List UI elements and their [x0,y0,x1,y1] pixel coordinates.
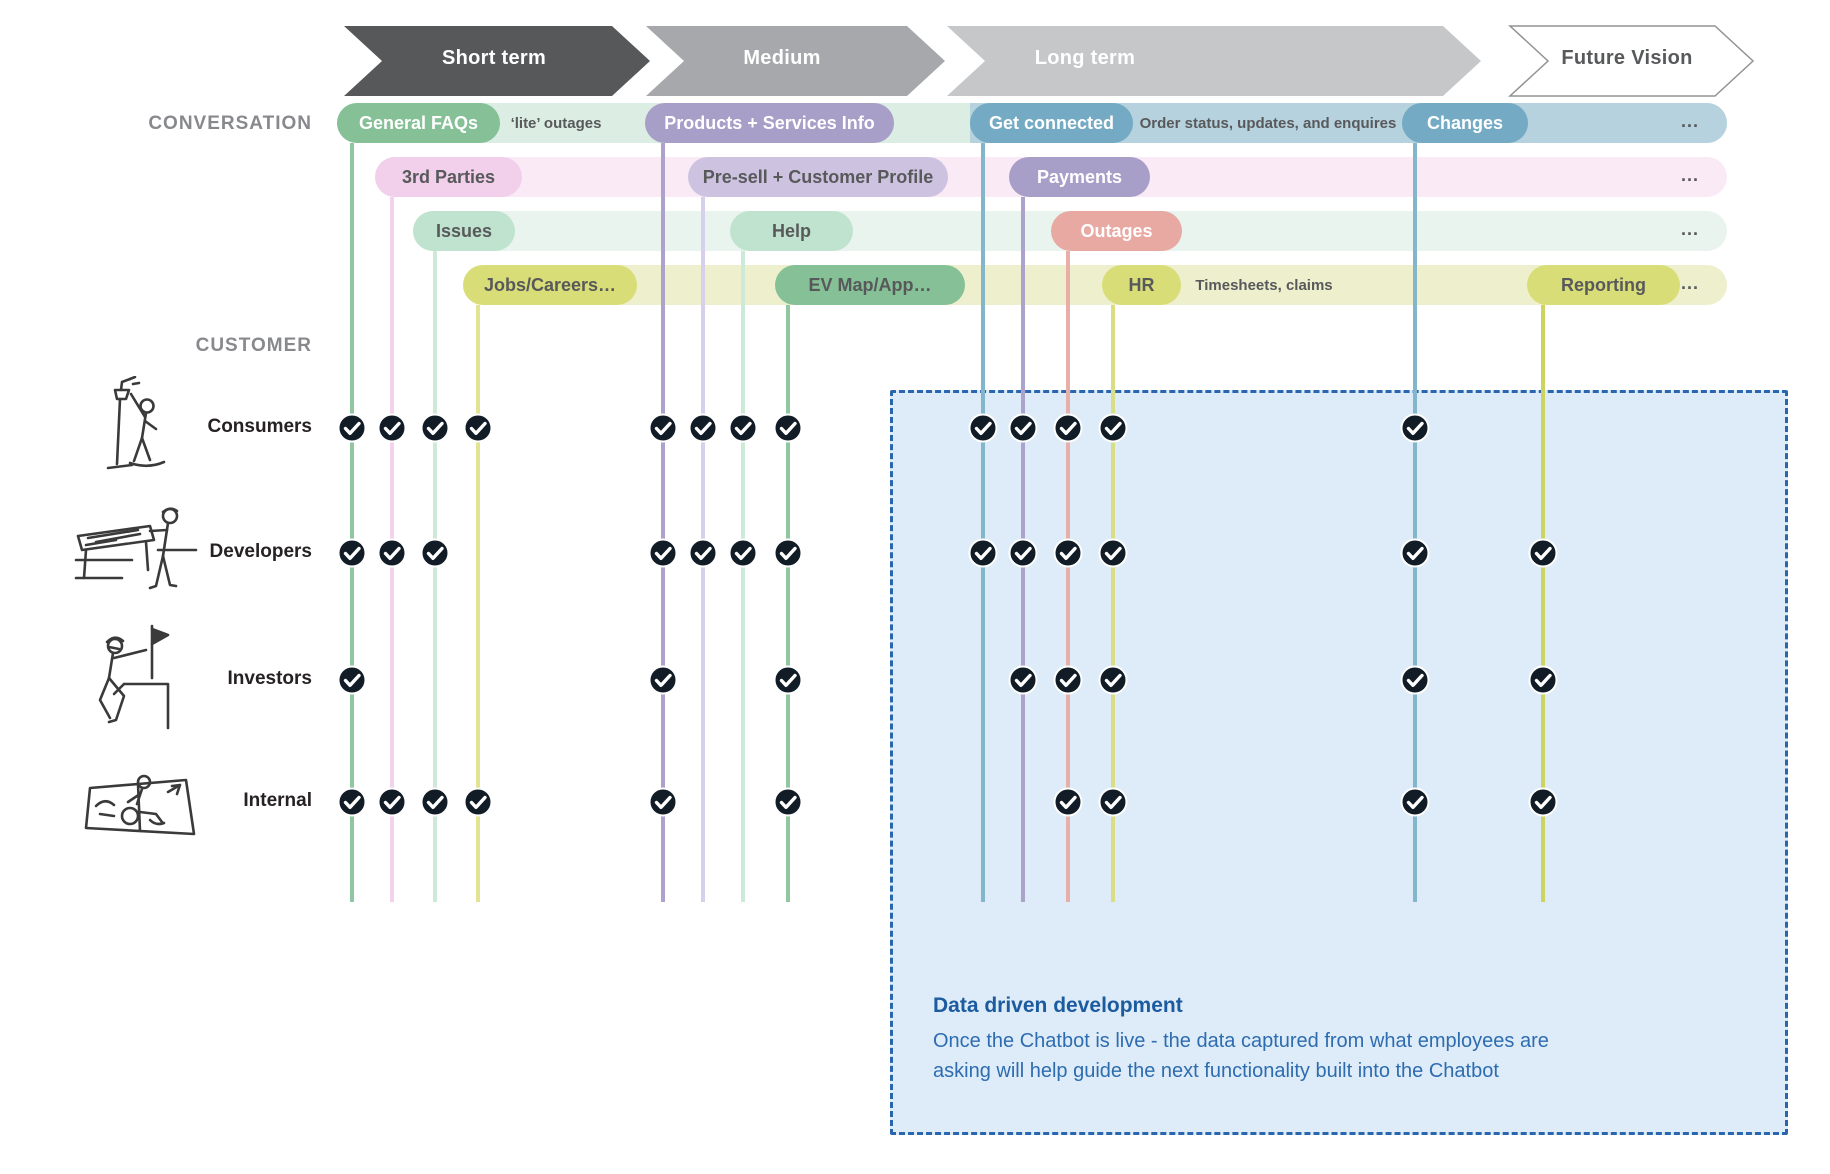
phase-label-medium: Medium [743,47,821,69]
row-ellipsis-1: ... [1680,111,1699,131]
topic-line-jobs-careers [476,305,480,902]
callout-body: Once the Chatbot is live - the data capt… [933,1030,1549,1082]
check-icon-consumers-ev-map [773,413,803,443]
phase-label-short-term: Short term [441,47,547,69]
data-driven-callout-box [890,390,1788,1135]
timeline-arrows [344,25,1755,97]
topic-line-reporting [1541,305,1545,902]
check-icon-developers-outages [1053,538,1083,568]
check-icon-internal-3rd-parties [377,787,407,817]
check-icon-consumers-hr [1098,413,1128,443]
annotation-order-status: Order status, updates, and enquires [1139,114,1397,132]
phase-label-future-vision: Future Vision [1561,47,1693,69]
pill-hr: HR [1102,265,1181,305]
check-icon-internal-changes [1400,787,1430,817]
topic-line-outages [1066,251,1070,902]
conversation-band-4 [463,265,1727,305]
check-icon-developers-ev-map [773,538,803,568]
check-icon-investors-reporting [1528,665,1558,695]
pill-products-services: Products + Services Info [645,103,894,143]
topic-line-ev-map [786,305,790,902]
consumers-illustration [106,376,166,470]
topic-line-help [741,251,745,902]
investors-illustration [98,624,170,730]
pill-changes: Changes [1402,103,1528,143]
pill-pre-sell: Pre-sell + Customer Profile [688,157,948,197]
check-icon-developers-issues [420,538,450,568]
pill-general-faqs: General FAQs [337,103,500,143]
check-icon-developers-get-connected [968,538,998,568]
check-icon-internal-reporting [1528,787,1558,817]
pill-payments: Payments [1009,157,1150,197]
check-icon-developers-3rd-parties [377,538,407,568]
pill-issues: Issues [413,211,515,251]
conversation-section-label: CONVERSATION [148,113,312,134]
check-icon-internal-products-services [648,787,678,817]
row-ellipsis-3: ... [1680,219,1699,239]
callout-title: Data driven development [933,994,1183,1017]
developers-illustration [74,507,198,590]
phase-label-long-term: Long term [1034,47,1136,69]
annotation-lite-outages: ‘lite’ outages [510,114,602,132]
topic-line-hr [1111,305,1115,902]
check-icon-consumers-jobs-careers [463,413,493,443]
check-icon-developers-reporting [1528,538,1558,568]
check-icon-developers-hr [1098,538,1128,568]
customer-section-label: CUSTOMER [195,335,312,356]
pill-jobs-careers: Jobs/Careers… [463,265,637,305]
phase-arrow-future-vision [1508,25,1755,97]
check-icon-consumers-help [728,413,758,443]
topic-line-changes [1413,143,1417,902]
check-icon-developers-pre-sell [688,538,718,568]
check-icon-investors-changes [1400,665,1430,695]
check-icon-consumers-issues [420,413,450,443]
check-icon-consumers-get-connected [968,413,998,443]
row-ellipsis-2: ... [1680,165,1699,185]
check-icon-developers-payments [1008,538,1038,568]
check-icon-investors-products-services [648,665,678,695]
customer-label-developers: Developers [209,541,312,562]
phase-arrow-short-term [344,26,650,96]
pill-3rd-parties: 3rd Parties [375,157,522,197]
check-icon-investors-payments [1008,665,1038,695]
check-icon-consumers-general-faqs [337,413,367,443]
topic-line-general-faqs [350,143,354,902]
check-icon-consumers-pre-sell [688,413,718,443]
check-icon-internal-ev-map [773,787,803,817]
check-icon-investors-general-faqs [337,665,367,695]
check-icon-internal-hr [1098,787,1128,817]
annotation-timesheets-claims: Timesheets, claims [1195,276,1333,294]
phase-arrow-long-term [947,26,1481,96]
check-icon-consumers-3rd-parties [377,413,407,443]
check-icon-consumers-payments [1008,413,1038,443]
check-icon-internal-general-faqs [337,787,367,817]
customer-label-consumers: Consumers [207,416,312,437]
topic-line-issues [433,251,437,902]
row-ellipsis-4: ... [1680,273,1699,293]
pill-help: Help [730,211,853,251]
check-icon-internal-outages [1053,787,1083,817]
internal-illustration [84,774,196,836]
check-icon-consumers-outages [1053,413,1083,443]
check-icon-consumers-changes [1400,413,1430,443]
check-icon-developers-products-services [648,538,678,568]
customer-label-investors: Investors [227,668,312,689]
check-icon-developers-changes [1400,538,1430,568]
customer-label-internal: Internal [243,790,312,811]
check-icon-consumers-products-services [648,413,678,443]
check-icon-internal-jobs-careers [463,787,493,817]
phase-arrow-medium [646,26,945,96]
check-icon-developers-general-faqs [337,538,367,568]
topic-line-get-connected [981,143,985,902]
check-icon-developers-help [728,538,758,568]
check-icon-investors-hr [1098,665,1128,695]
pill-get-connected: Get connected [970,103,1133,143]
check-icon-internal-issues [420,787,450,817]
pill-ev-map: EV Map/App… [775,265,965,305]
topic-line-products-services [661,143,665,902]
pill-outages: Outages [1051,211,1182,251]
pill-reporting: Reporting [1527,265,1680,305]
check-icon-investors-outages [1053,665,1083,695]
check-icon-investors-ev-map [773,665,803,695]
